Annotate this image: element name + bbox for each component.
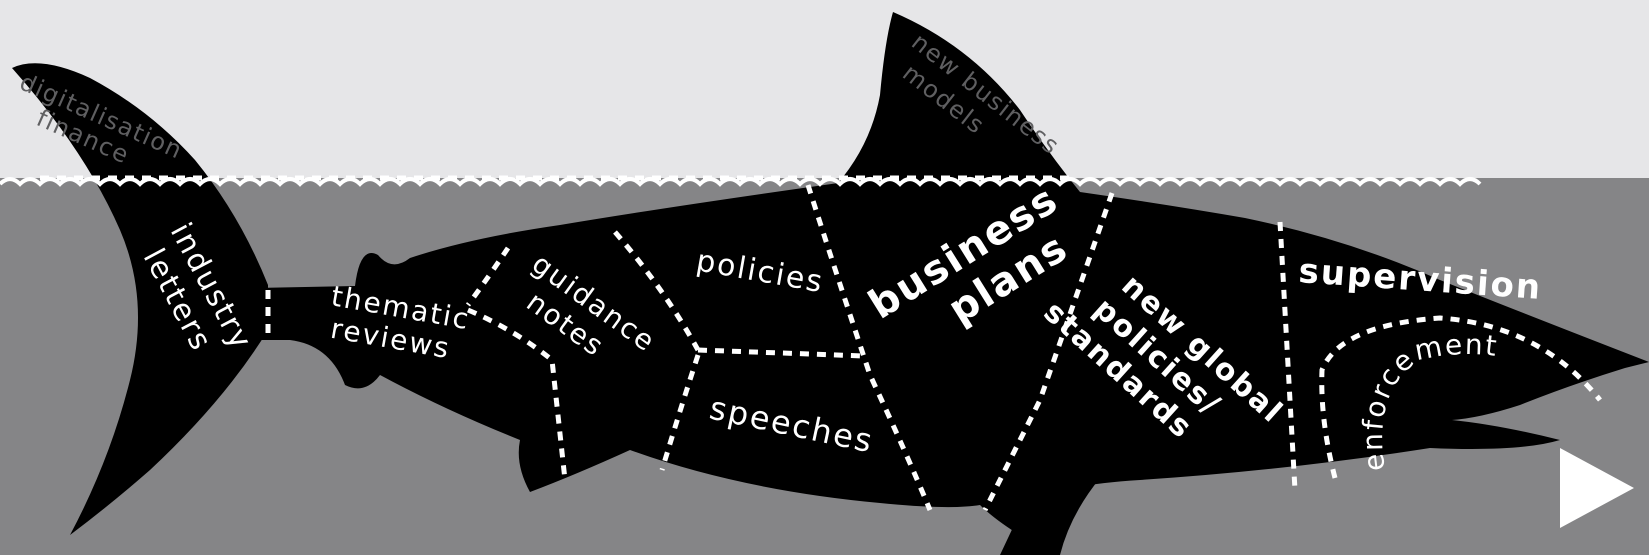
shark-dorsal-fin [830, 12, 1080, 192]
cut-guidance-right [613, 230, 701, 352]
play-icon[interactable] [1560, 448, 1634, 528]
shark-body [255, 177, 1649, 550]
cut-speeches-left [659, 354, 701, 471]
cut-business-left [805, 184, 933, 511]
shark-belly-fin [1000, 470, 1100, 555]
cut-global-right [1277, 221, 1298, 491]
play-button[interactable] [1560, 448, 1634, 528]
cut-thematic [465, 246, 511, 307]
cut-guidance-lower [467, 307, 568, 481]
cut-enforcement [1319, 315, 1602, 479]
cut-mid-horizontal [697, 347, 866, 359]
cut-business-right [982, 192, 1115, 512]
cut-lines [40, 175, 1602, 512]
sky-background [0, 0, 1649, 180]
